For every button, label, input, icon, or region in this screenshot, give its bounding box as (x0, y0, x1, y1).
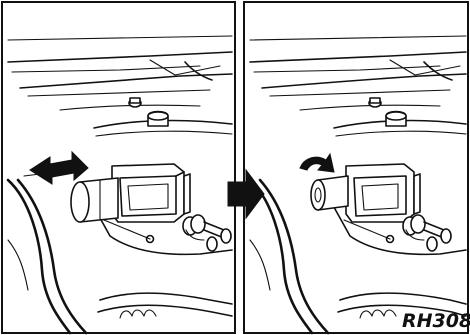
bolt (129, 98, 141, 107)
reservoir-cap (386, 112, 406, 127)
figure-reference-code: RH308 (402, 310, 470, 332)
electrical-connector (71, 178, 118, 222)
washer-pump-body (112, 164, 190, 222)
electrical-connector (311, 176, 348, 210)
panel-step-2: RH308 (244, 2, 470, 333)
reservoir-cap (148, 112, 168, 127)
washer-pump-body (346, 164, 420, 222)
panel-step-1 (2, 2, 235, 333)
bolt (369, 98, 381, 107)
